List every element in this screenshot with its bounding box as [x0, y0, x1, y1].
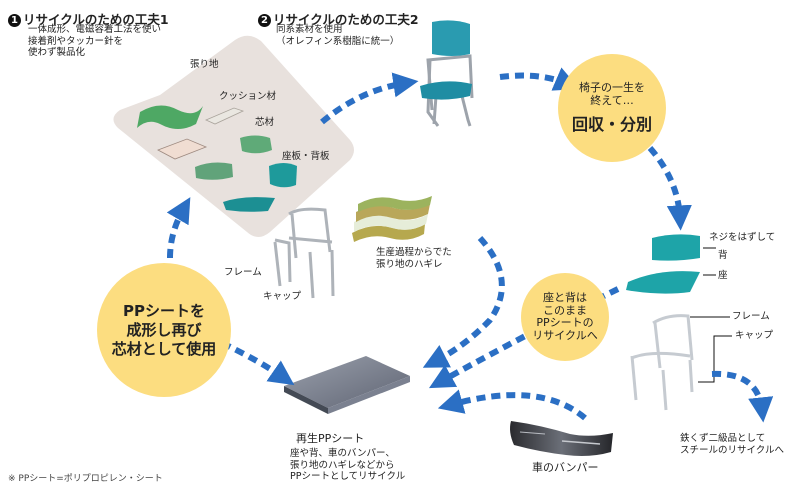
seat-board-teal — [223, 197, 275, 212]
label-cushion: クッション材 — [219, 91, 277, 102]
pp-sheet — [284, 356, 410, 414]
label-fabric: 張り地 — [190, 59, 219, 70]
pp-reuse-circle: PPシートを 成形し再び 芯材として使用 — [97, 263, 231, 397]
blue-chair — [420, 20, 474, 127]
back-board-green — [195, 162, 233, 180]
label-cap: キャップ — [263, 291, 302, 302]
seat-recycle-circle: 座と背は このまま PPシートの リサイクルへ — [521, 273, 609, 361]
label-remove-screws: ネジをはずして — [709, 232, 776, 243]
seat-recycle-text: 座と背は このまま PPシートの リサイクルへ — [532, 291, 598, 342]
back-board-teal — [269, 163, 297, 188]
pp-reuse-text: PPシートを 成形し再び 芯材として使用 — [111, 301, 217, 358]
label-back: 背 — [718, 250, 728, 261]
step2-description: 同系素材を使用 （オレフィン系樹脂に統一） — [276, 24, 400, 47]
parts-diamond — [113, 35, 354, 237]
core-left-shape — [157, 138, 208, 160]
step2-title: リサイクルのための工夫2 — [273, 12, 419, 27]
arrow-reuse-to-diamond — [166, 197, 191, 259]
step2-number-badge: 2 — [258, 14, 271, 27]
label-seat: 座 — [718, 270, 728, 281]
label-frame: フレーム — [224, 267, 262, 278]
frame-chair — [273, 207, 335, 299]
label-steel-recycle: 鉄くず二級品として スチールのリサイクルへ — [680, 433, 785, 456]
arrow-collect-to-parts — [647, 146, 692, 231]
label-offcuts: 生産過程からでた 張り地のハギレ — [376, 247, 452, 270]
arrow-bumper-to-sheet — [437, 389, 587, 421]
arrow-reuse-to-sheet — [220, 340, 295, 386]
label-cap-right: キャップ — [735, 330, 774, 341]
fabric-shape — [137, 105, 203, 129]
arrow-diamond-to-chair — [320, 72, 419, 125]
offcuts-stack — [352, 196, 432, 242]
label-core: 芯材 — [255, 117, 275, 128]
arrow-offcuts-to-sheet — [422, 235, 505, 368]
cushion-shape — [205, 107, 245, 125]
step1-title: リサイクルのための工夫1 — [23, 12, 169, 27]
collection-title: 回収・分別 — [571, 115, 652, 134]
arrow-chair-to-collect — [499, 67, 580, 91]
step1-description: 一体成形、電磁容着工法を使い 接着剤やタッカー針を 使わず製品化 — [28, 24, 162, 58]
recycled-sheet-description: 座や背、車のバンパー、 張り地のハギレなどから PPシートとしてリサイクル — [290, 448, 406, 482]
arrow-frame-to-steel — [711, 370, 774, 423]
label-frame-right: フレーム — [732, 311, 770, 322]
disassembled-parts — [626, 234, 732, 411]
collection-text: 椅子の一生を 終えて… — [579, 81, 645, 107]
footnote: ※ PPシート=ポリプロピレン・シート — [8, 474, 163, 484]
bumper — [510, 421, 613, 456]
core-right-shape — [240, 135, 272, 154]
label-seat-back: 座板・背板 — [282, 151, 330, 162]
label-bumper: 車のバンパー — [532, 461, 599, 474]
label-recycled-sheet: 再生PPシート — [296, 432, 365, 445]
collection-circle: 椅子の一生を 終えて… 回収・分別 — [558, 54, 666, 162]
step1-number-badge: 1 — [8, 14, 21, 27]
